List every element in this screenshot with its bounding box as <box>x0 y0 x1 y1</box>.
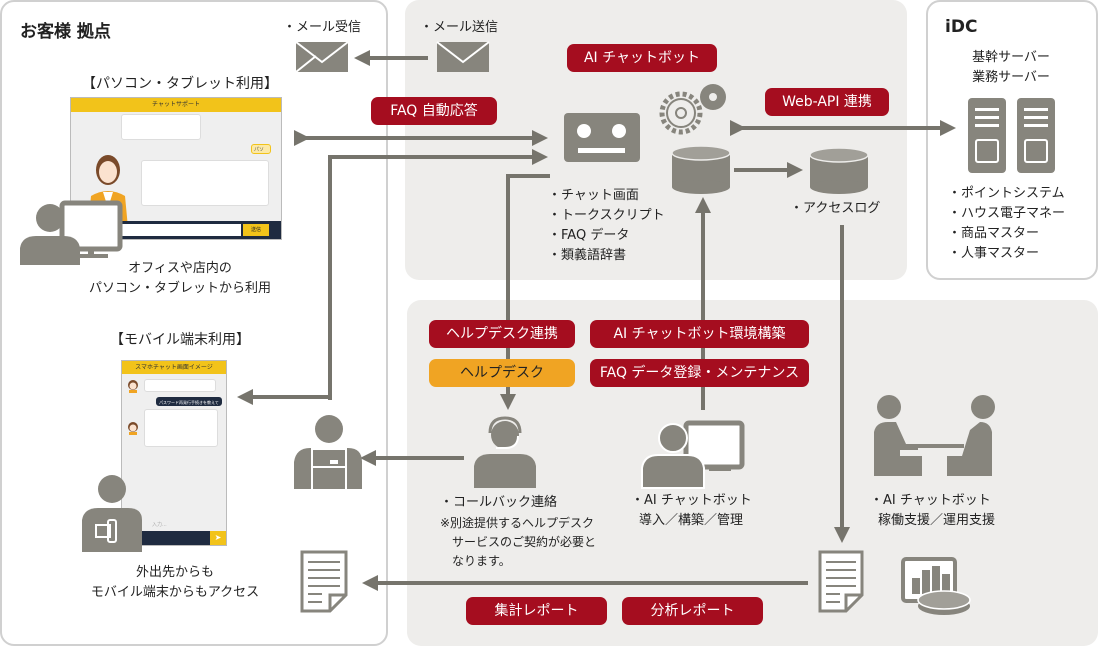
idc-title: iDC <box>945 17 978 37</box>
arrow-to-mobile-screen <box>237 380 332 405</box>
mobile-bot-bubble-2 <box>144 409 218 447</box>
pc-caption-line: オフィスや店内の <box>128 261 232 276</box>
support-line: ・AI チャットボット <box>870 493 991 508</box>
bot-feature-item: ・トークスクリプト <box>548 208 665 223</box>
bot-feature-item: ・類義語辞書 <box>548 248 627 263</box>
mobile-usage-heading: 【モバイル端末利用】 <box>110 332 250 348</box>
pc-user-bubble: パソコン <box>251 144 271 154</box>
chatbot-robot-icon <box>564 113 640 162</box>
mobile-chat-footer: ➤ <box>122 531 226 545</box>
support-label: ・AI チャットボット 稼働支援／運用支援 <box>870 491 995 531</box>
system-item: ・ポイントシステム <box>948 186 1065 201</box>
pc-usage-caption: オフィスや店内の パソコン・タブレットから利用 <box>60 259 300 299</box>
mail-send-label: ・メール送信 <box>420 20 499 35</box>
system-item: ・商品マスター <box>948 226 1040 241</box>
mobile-chat-screenshot: スマホチャット画面イメージ パスワード再発行手続きを教えて 入力... ➤ <box>121 360 227 546</box>
helpdesk-operator-icon <box>474 416 536 488</box>
mail-receive-label: ・メール受信 <box>283 20 362 35</box>
analytics-chart-icon <box>901 557 971 615</box>
pc-bot-bubble <box>141 160 269 206</box>
mail-icon-send <box>436 41 490 72</box>
report-document-icon <box>818 550 864 613</box>
callback-note-line: なります。 <box>452 554 511 568</box>
mobile-usage-caption: 外出先からも モバイル端末からもアクセス <box>55 563 295 603</box>
tag-faq-auto-response: FAQ 自動応答 <box>371 97 497 125</box>
operator-avatar-small <box>128 380 138 393</box>
idc-system-list: ・ポイントシステム ・ハウス電子マネー ・商品マスター ・人事マスター <box>948 184 1065 264</box>
idc-server-labels: 基幹サーバー 業務サーバー <box>946 48 1076 88</box>
pc-chat-footer: 送信 <box>71 221 281 239</box>
server-icon <box>1017 98 1055 173</box>
gears-icon <box>659 84 726 135</box>
tag-summary-report: 集計レポート <box>466 597 607 625</box>
callback-note-line: ※別途提供するヘルプデスク <box>440 516 595 530</box>
customer-report-document-icon <box>300 550 348 613</box>
tag-helpdesk: ヘルプデスク <box>429 359 575 387</box>
mobile-user-bubble: パスワード再発行手続きを教えて <box>156 397 222 406</box>
mail-icon-receive <box>295 41 349 73</box>
mobile-chat-title: スマホチャット画面イメージ <box>122 361 226 374</box>
operator-avatar-small <box>128 422 138 435</box>
pc-chat-screenshot: チャットサポート パソコン 送信 <box>70 97 282 240</box>
idc-panel <box>926 0 1098 280</box>
access-log-database-icon <box>809 147 869 194</box>
intro-label: ・AI チャットボット 導入／構築／管理 <box>631 491 752 531</box>
pc-send-button: 送信 <box>243 224 269 236</box>
tag-faq-maintenance: FAQ データ登録・メンテナンス <box>590 359 809 387</box>
callback-label: ・コールバック連絡 <box>440 495 558 510</box>
mobile-caption-line: 外出先からも <box>135 565 214 580</box>
pc-user-icon <box>20 200 123 265</box>
tag-env-build: AI チャットボット環境構築 <box>590 320 809 348</box>
tag-analysis-report: 分析レポート <box>622 597 763 625</box>
tag-ai-chatbot: AI チャットボット <box>567 44 717 72</box>
tag-helpdesk-link: ヘルプデスク連携 <box>429 320 575 348</box>
server-label: 基幹サーバー <box>972 50 1050 65</box>
send-icon: ➤ <box>210 531 226 545</box>
pc-usage-heading: 【パソコン・タブレット利用】 <box>82 76 278 92</box>
customer-site-title: お客様 拠点 <box>20 22 111 42</box>
mobile-input-placeholder: 入力... <box>152 522 167 528</box>
system-item: ・ハウス電子マネー <box>948 206 1066 221</box>
arrow-mobile-to-bot <box>328 149 548 400</box>
meeting-support-icon <box>874 395 995 476</box>
bot-feature-item: ・FAQ データ <box>548 228 630 243</box>
pc-caption-line: パソコン・タブレットから利用 <box>88 281 271 296</box>
bot-feature-item: ・チャット画面 <box>548 188 639 203</box>
callback-note-line: サービスのご契約が必要と <box>452 535 597 549</box>
server-icon <box>968 98 1006 173</box>
support-line: 稼働支援／運用支援 <box>878 513 996 528</box>
pc-bubble <box>121 114 201 140</box>
database-icon <box>671 145 731 194</box>
callback-note: ※別途提供するヘルプデスク サービスのご契約が必要と なります。 <box>440 514 596 571</box>
mobile-user-icon <box>82 475 142 552</box>
access-log-label: ・アクセスログ <box>790 201 881 216</box>
mobile-caption-line: モバイル端末からもアクセス <box>90 585 260 600</box>
pc-chat-input <box>111 224 241 236</box>
pc-chat-title: チャットサポート <box>71 98 281 112</box>
intro-line: ・AI チャットボット <box>631 493 752 508</box>
intro-line: 導入／構築／管理 <box>639 513 744 528</box>
server-label: 業務サーバー <box>972 70 1050 85</box>
store-staff-icon <box>294 415 362 489</box>
bot-feature-list: ・チャット画面 ・トークスクリプト ・FAQ データ ・類義語辞書 <box>548 186 665 266</box>
system-item: ・人事マスター <box>948 246 1040 261</box>
mobile-bot-bubble <box>144 379 216 392</box>
tag-web-api: Web-API 連携 <box>765 88 889 116</box>
chatbot-admin-icon <box>641 420 745 489</box>
